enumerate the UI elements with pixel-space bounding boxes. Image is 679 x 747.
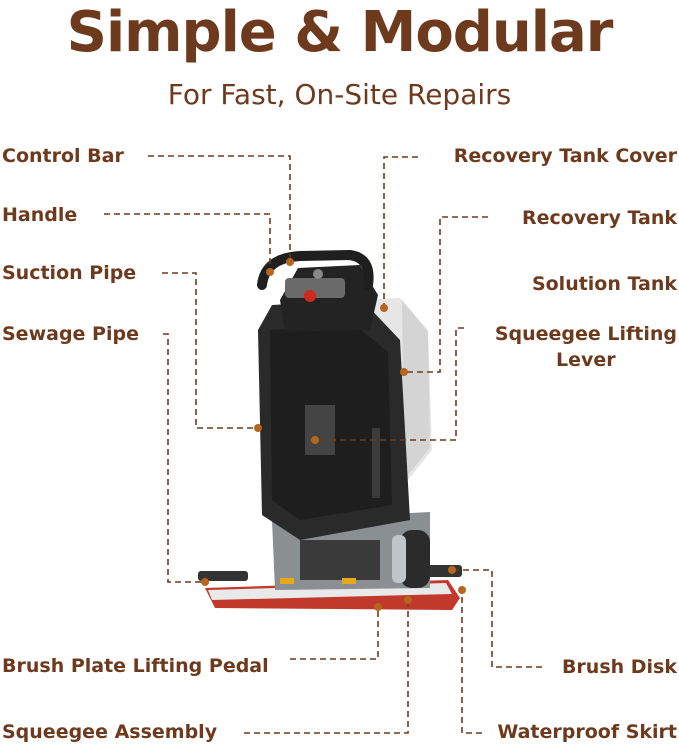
callout-dots <box>201 258 466 611</box>
label-recovery-tank: Recovery Tank <box>522 207 677 229</box>
label-handle: Handle <box>2 204 78 226</box>
page-subtitle: For Fast, On-Site Repairs <box>167 78 512 111</box>
label-control-bar: Control Bar <box>2 145 124 167</box>
label-squeegee-lifting-lever-line2: Lever <box>556 349 616 371</box>
label-brush-disk: Brush Disk <box>561 656 677 678</box>
label-squeegee-lifting-lever-line1: Squeegee Lifting <box>494 323 677 345</box>
label-solution-tank: Solution Tank <box>531 273 677 295</box>
label-waterproof-skirt: Waterproof Skirt <box>497 721 677 743</box>
label-suction-pipe: Suction Pipe <box>2 262 137 284</box>
label-recovery-tank-cover: Recovery Tank Cover <box>453 145 677 167</box>
label-brush-plate-lifting-pedal: Brush Plate Lifting Pedal <box>2 655 269 677</box>
leader-lines <box>104 155 542 734</box>
label-squeegee-assembly: Squeegee Assembly <box>2 721 218 743</box>
page-title: Simple & Modular <box>66 0 614 65</box>
floor-scrubber-illustration <box>198 249 462 610</box>
label-sewage-pipe: Sewage Pipe <box>2 323 139 345</box>
